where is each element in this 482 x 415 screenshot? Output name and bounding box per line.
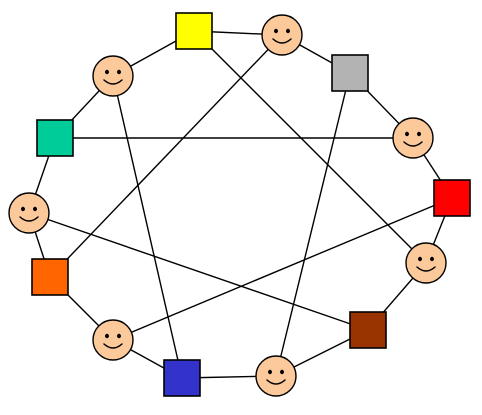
left-eye <box>105 333 109 339</box>
edge-face-top-right-to-orange-square <box>49 34 283 278</box>
smile-mouth <box>403 141 423 147</box>
edges-layer <box>28 30 453 379</box>
face-circle <box>8 192 50 234</box>
face-circle <box>92 55 134 97</box>
node-orange-square <box>31 258 69 296</box>
right-eye <box>430 256 434 262</box>
right-eye <box>280 369 284 375</box>
smiley-face-icon <box>92 55 134 97</box>
right-eye <box>117 333 121 339</box>
smiley-face-icon <box>255 355 297 397</box>
smile-mouth <box>416 266 436 272</box>
edge-yellow-square-to-face-right-lower <box>193 30 427 264</box>
left-eye <box>405 131 409 137</box>
face-circle <box>92 319 134 361</box>
node-blue-square <box>163 359 201 397</box>
right-eye <box>33 206 37 212</box>
nodes-layer <box>8 12 471 397</box>
smiley-face-icon <box>8 192 50 234</box>
smiley-face-icon <box>261 14 303 56</box>
smile-mouth <box>19 216 39 222</box>
orange-square-shape <box>31 258 69 296</box>
left-eye <box>418 256 422 262</box>
smiley-face-icon <box>92 319 134 361</box>
edge-gray-square-to-face-bottom <box>275 72 351 377</box>
blue-square-shape <box>163 359 201 397</box>
node-gray-square <box>331 54 369 92</box>
smile-mouth <box>266 379 286 385</box>
gray-square-shape <box>331 54 369 92</box>
smile-mouth <box>103 79 123 85</box>
face-circle <box>405 242 447 284</box>
left-eye <box>21 206 25 212</box>
smile-mouth <box>103 343 123 349</box>
smiley-face-icon <box>392 117 434 159</box>
left-eye <box>274 28 278 34</box>
edge-blue-square-to-face-top-left <box>112 75 183 379</box>
left-eye <box>268 369 272 375</box>
node-teal-square <box>36 119 74 157</box>
smile-mouth <box>272 38 292 44</box>
face-circle <box>261 14 303 56</box>
edge-red-square-to-face-bottom-left <box>112 197 453 341</box>
right-eye <box>417 131 421 137</box>
teal-square-shape <box>36 119 74 157</box>
face-circle <box>392 117 434 159</box>
left-eye <box>105 69 109 75</box>
node-yellow-square <box>175 12 213 50</box>
yellow-square-shape <box>175 12 213 50</box>
edge-brown-square-to-face-left <box>28 212 369 331</box>
right-eye <box>286 28 290 34</box>
node-red-square <box>433 179 471 217</box>
red-square-shape <box>433 179 471 217</box>
face-circle <box>255 355 297 397</box>
right-eye <box>117 69 121 75</box>
node-brown-square <box>349 311 387 349</box>
smiley-face-icon <box>405 242 447 284</box>
brown-square-shape <box>349 311 387 349</box>
